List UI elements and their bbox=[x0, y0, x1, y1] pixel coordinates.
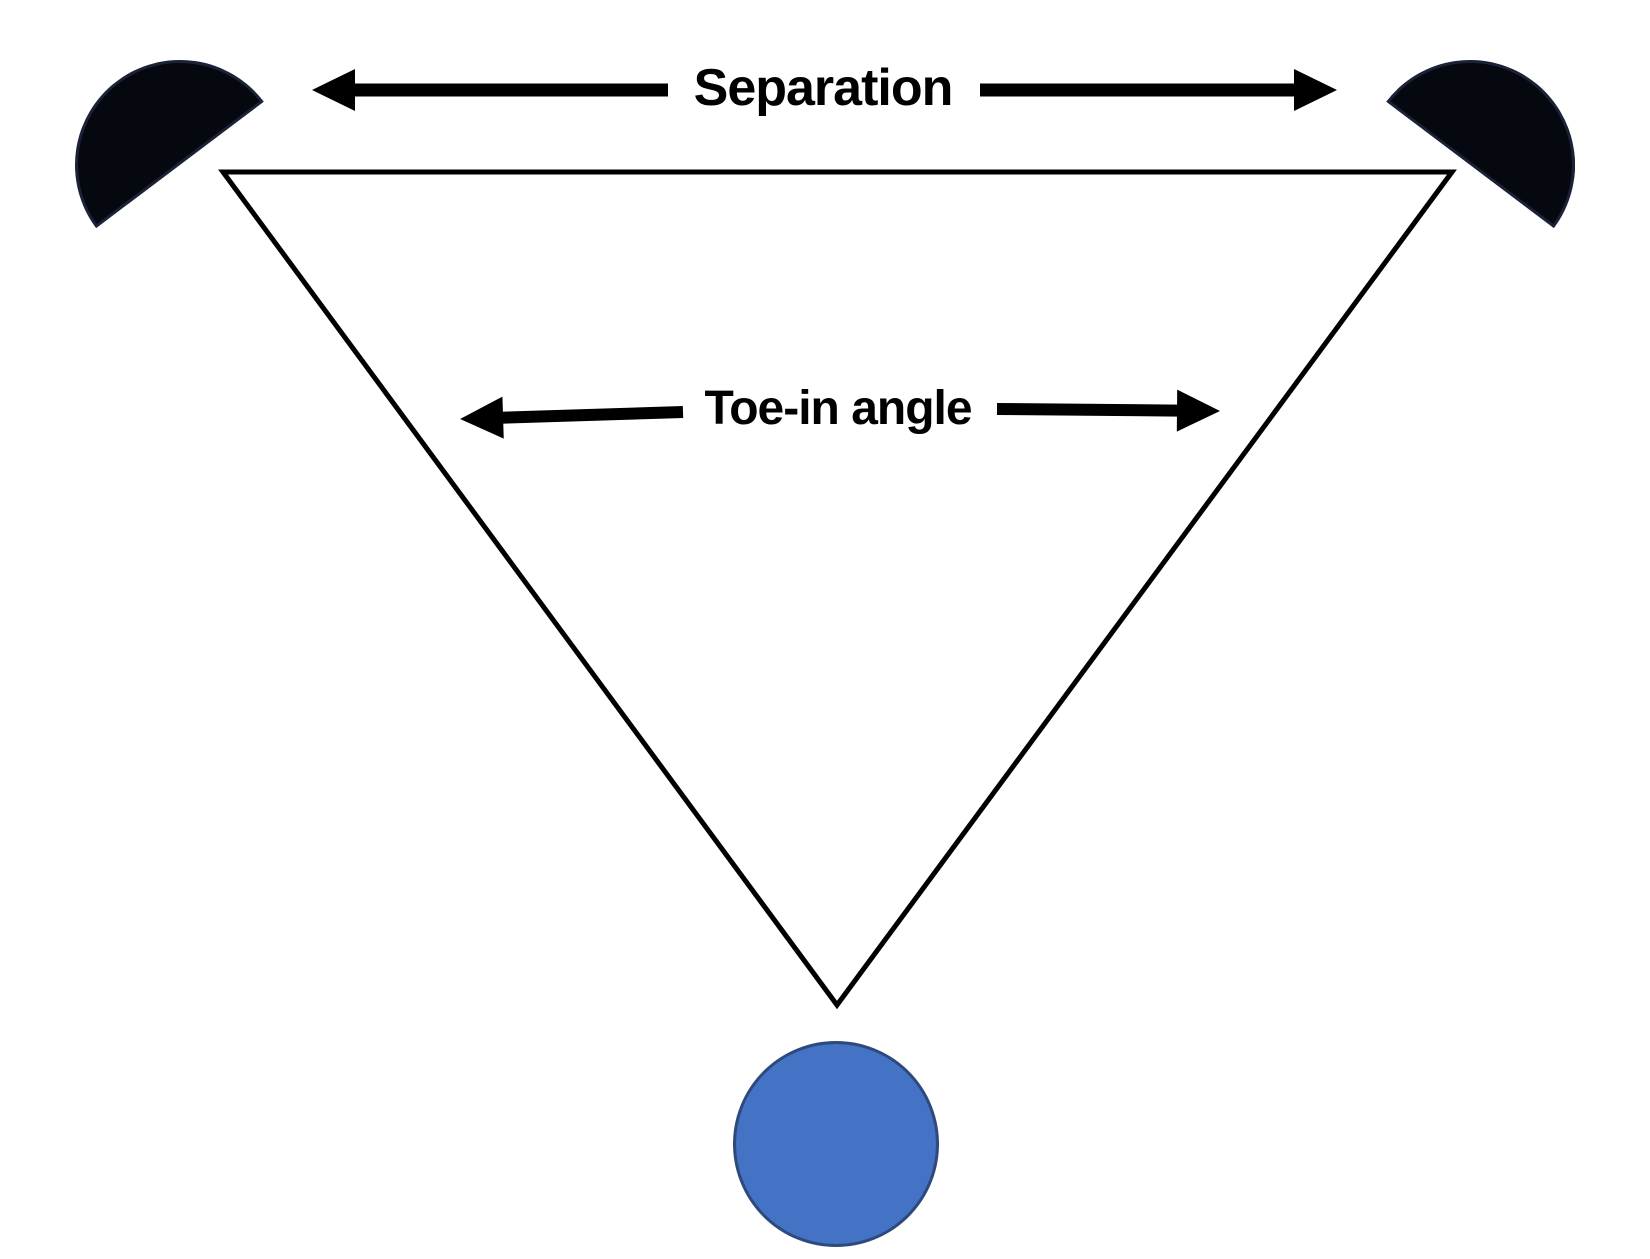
separation-arrow-left bbox=[312, 68, 668, 112]
arrow-head-icon bbox=[312, 69, 355, 111]
toe-in-arrow-right bbox=[996, 387, 1221, 433]
arrow-shaft bbox=[499, 406, 684, 424]
listener-icon bbox=[733, 1041, 939, 1247]
arrow-head-icon bbox=[1176, 389, 1221, 432]
arrow-shaft bbox=[980, 83, 1297, 97]
toe-in-angle-label: Toe-in angle bbox=[704, 382, 972, 435]
toe-in-arrow-left bbox=[459, 390, 684, 441]
arrow-head-icon bbox=[1294, 69, 1337, 111]
triangle-outline bbox=[218, 169, 1457, 1010]
arrow-head-icon bbox=[459, 396, 504, 440]
separation-arrow-right bbox=[980, 68, 1337, 112]
arrow-shaft bbox=[996, 403, 1181, 417]
separation-label: Separation bbox=[693, 59, 954, 117]
arrow-shaft bbox=[352, 83, 668, 97]
